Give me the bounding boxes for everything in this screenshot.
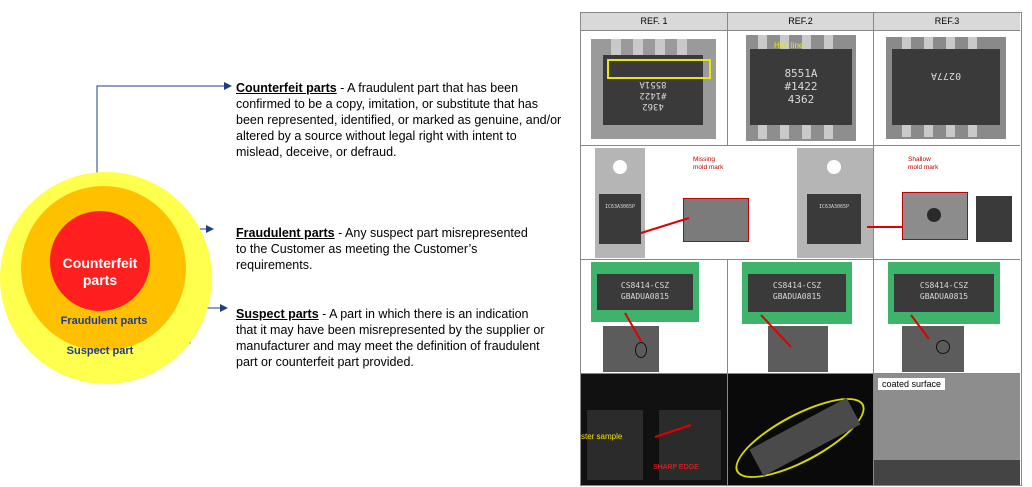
fraudulent-term: Fraudulent parts xyxy=(236,226,335,240)
header-ref3: REF.3 xyxy=(874,13,1020,31)
fraudulent-text: - Any suspect part misrepresented to the… xyxy=(236,226,528,272)
suspect-arrowhead xyxy=(220,304,228,312)
soic3-arrow xyxy=(910,314,930,340)
row3-ref1-image: CS8414-CSZ GBADUA0815 xyxy=(581,260,728,374)
fraudulent-arrowhead xyxy=(206,225,214,233)
counterfeit-parts-circle xyxy=(50,211,150,311)
suspect-term: Suspect parts xyxy=(236,307,319,321)
suspect-definition: Suspect parts - A part in which there is… xyxy=(236,306,546,370)
row4-ref3-image: coated surface xyxy=(874,374,1020,486)
missing-mold-mark-label: Missing mold mark xyxy=(693,156,724,171)
counterfeit-label-line2: parts xyxy=(82,272,118,288)
row1-ref3-image: 0277A xyxy=(874,31,1020,146)
row3-ref3-image: CS8414-CSZ GBADUA0815 xyxy=(874,260,1020,374)
soic1-arrow xyxy=(624,312,642,342)
header-ref1: REF. 1 xyxy=(581,13,728,31)
coated-surface-label: coated surface xyxy=(878,378,946,390)
hairline-highlight-box xyxy=(607,59,711,79)
row1-ref2-image: 8551A #1422 4362 Hair line xyxy=(728,31,874,146)
counterfeit-circle-label: Counterfeit parts xyxy=(50,255,150,289)
hairline-label: Hair line xyxy=(774,41,804,50)
counterfeit-text: - A fraudulent part that has been confir… xyxy=(236,81,562,159)
suspect-circle-label: Suspect part xyxy=(66,345,134,357)
soic-marking-ref1: CS8414-CSZ GBADUA0815 xyxy=(597,274,693,310)
header-ref2: REF.2 xyxy=(728,13,874,31)
fraudulent-definition: Fraudulent parts - Any suspect part misr… xyxy=(236,225,536,273)
counterfeit-term: Counterfeit parts xyxy=(236,81,337,95)
to220-marking-ref2: IC63A3065P xyxy=(807,194,861,244)
suspect-text: - A part in which there is an indication… xyxy=(236,307,545,369)
missing-mold-arrow xyxy=(640,217,690,234)
counterfeit-definition: Counterfeit parts - A fraudulent part th… xyxy=(236,80,566,160)
row4-ref1-image: ster sample SHARP EDGE xyxy=(581,374,728,486)
soic-marking-ref2: CS8414-CSZ GBADUA0815 xyxy=(748,274,846,312)
reference-image-table: REF. 1 REF.2 REF.3 4362 #1422 8551A 8551… xyxy=(580,12,1022,486)
to220-marking-ref1: IC63A3065P xyxy=(599,194,641,244)
row1-ref1-image: 4362 #1422 8551A xyxy=(581,31,728,146)
soic-marking-ref3: CS8414-CSZ GBADUA0815 xyxy=(894,274,994,312)
soic2-arrow xyxy=(760,314,792,348)
row2-ref1-ref2-image: IC63A3065P Missing mold mark IC63A3065P xyxy=(581,146,874,260)
row2-ref3-image: Shallow mold mark xyxy=(874,146,1020,260)
counterfeit-arrowhead xyxy=(224,82,232,90)
sharp-edge-arrow xyxy=(654,424,692,438)
row4-ref2-image xyxy=(728,374,874,486)
sharp-edge-label: SHARP EDGE xyxy=(653,464,699,471)
fraudulent-circle-label: Fraudulent parts xyxy=(60,315,148,327)
counterfeit-label-line1: Counterfeit xyxy=(62,255,138,271)
chip-marking-ref2: 8551A #1422 4362 xyxy=(750,49,852,125)
defect-arrows xyxy=(624,217,930,438)
tester-sample-label: ster sample xyxy=(581,432,623,441)
shallow-mold-mark-label: Shallow mold mark xyxy=(908,156,939,171)
